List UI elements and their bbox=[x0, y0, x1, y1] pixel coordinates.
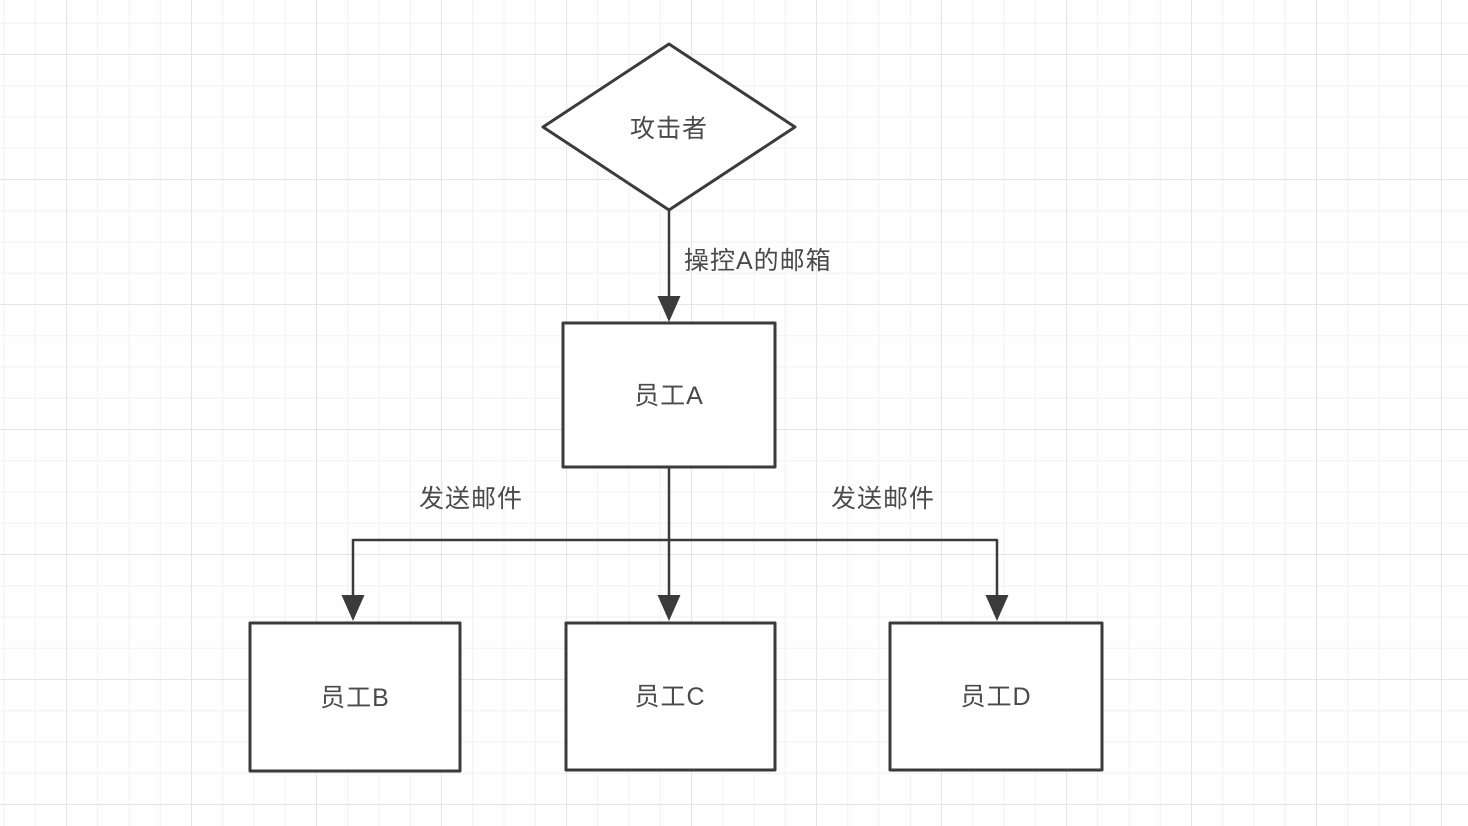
arrowhead-icon bbox=[341, 595, 365, 621]
node-employee-c[interactable]: 员工C bbox=[564, 621, 777, 772]
diamond-shape[interactable] bbox=[541, 42, 797, 212]
node-employee-d[interactable]: 员工D bbox=[888, 621, 1104, 772]
rect-shape[interactable] bbox=[888, 621, 1104, 772]
node-attacker[interactable]: 攻击者 bbox=[541, 42, 797, 212]
rect-shape[interactable] bbox=[561, 321, 777, 469]
node-label-employee-c: 员工C bbox=[634, 683, 705, 711]
edge-employee-a-to-children[interactable]: 发送邮件 发送邮件 bbox=[341, 467, 1009, 621]
node-label-attacker: 攻击者 bbox=[630, 115, 708, 143]
edge-label-control-mailbox: 操控A的邮箱 bbox=[684, 247, 832, 275]
edge-label-send-mail-right: 发送邮件 bbox=[831, 485, 935, 513]
node-employee-a[interactable]: 员工A bbox=[561, 321, 777, 469]
edge-label-send-mail-left: 发送邮件 bbox=[419, 485, 523, 513]
node-label-employee-d: 员工D bbox=[960, 683, 1031, 711]
node-label-employee-a: 员工A bbox=[634, 382, 704, 410]
arrowhead-icon bbox=[657, 595, 681, 621]
rect-shape[interactable] bbox=[248, 621, 462, 773]
rect-shape[interactable] bbox=[564, 621, 777, 772]
node-employee-b[interactable]: 员工B bbox=[248, 621, 462, 773]
node-label-employee-b: 员工B bbox=[320, 684, 390, 712]
edge-attacker-to-employee-a[interactable]: 操控A的邮箱 bbox=[657, 210, 832, 322]
arrowhead-icon bbox=[657, 296, 681, 322]
arrowhead-icon bbox=[985, 595, 1009, 621]
